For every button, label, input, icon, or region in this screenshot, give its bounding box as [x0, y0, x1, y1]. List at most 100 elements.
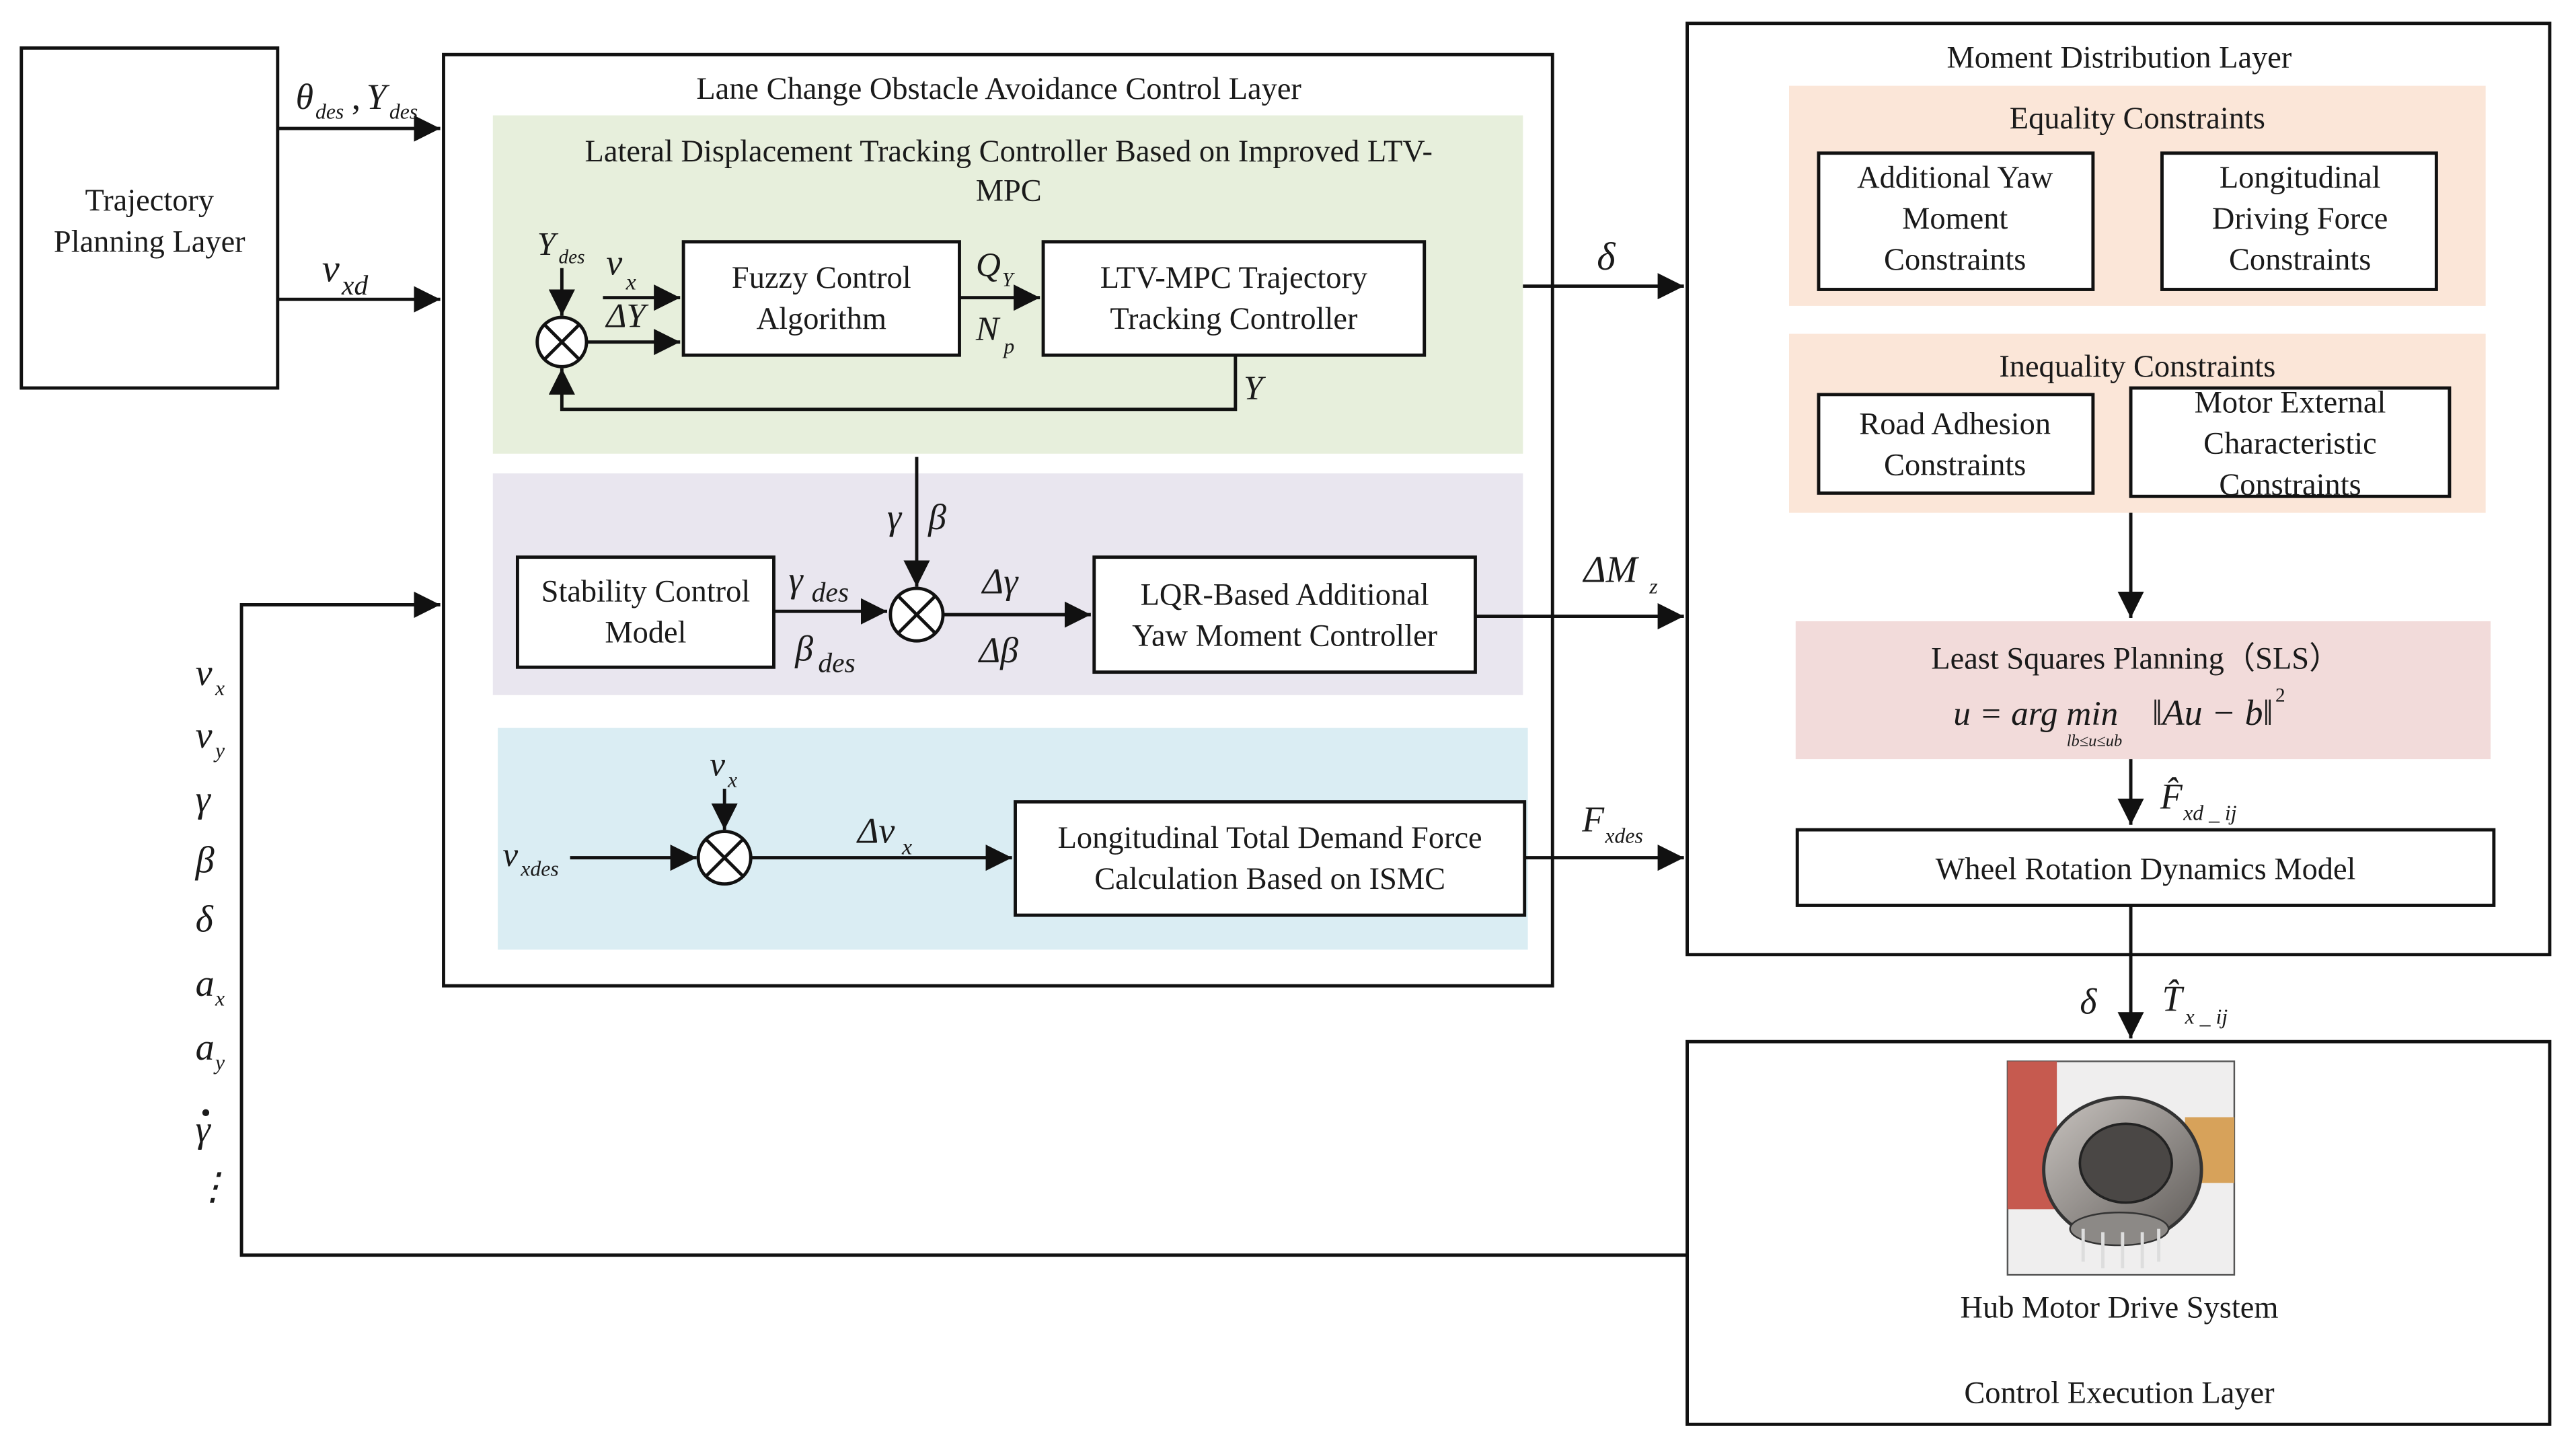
stability-model-line2: Model: [605, 616, 686, 650]
vx-label-sub: x: [626, 270, 636, 295]
y-feedback-label: Y: [1244, 369, 1266, 407]
moment-layer-title: Moment Distribution Layer: [1947, 41, 2292, 75]
delta-output-label: δ: [1597, 235, 1616, 278]
beta-des-sub: des: [818, 648, 855, 678]
state-var-3: β: [195, 840, 215, 881]
lateral-title-line2: MPC: [976, 174, 1042, 208]
lateral-title-line1: Lateral Displacement Tracking Controller…: [585, 134, 1433, 169]
y-des-symbol: Y: [367, 77, 390, 117]
trajectory-planning-layer: Trajectory Planning Layer: [20, 46, 280, 390]
exec-delta-label: δ: [2080, 982, 2097, 1022]
moment-distribution-layer: Moment Distribution Layer Equality Const…: [1685, 22, 2552, 957]
state-var-2: γ: [196, 779, 212, 820]
np-label: N: [975, 310, 1001, 348]
beta-des-label: β: [794, 629, 813, 669]
vxdes-label: v: [502, 836, 518, 874]
lateral-tracking-panel: Lateral Displacement Tracking Controller…: [492, 115, 1523, 454]
vx-label: v: [606, 243, 622, 283]
qy-label: Q: [976, 246, 1001, 284]
qy-label-sub: Y: [1002, 270, 1015, 291]
ls-formula-sub: lb≤u≤ub: [2067, 732, 2122, 750]
vxdes-sub: xdes: [520, 857, 558, 880]
eq1-line3: Constraints: [1884, 243, 2026, 277]
eq1-line1: Additional Yaw: [1857, 161, 2053, 195]
ls-title: Least Squares Planning（SLS）: [1931, 642, 2340, 676]
fuzzy-line1: Fuzzy Control: [732, 261, 911, 295]
state-var-sub-0: x: [215, 676, 225, 700]
lqr-line1: LQR-Based Additional: [1141, 578, 1429, 612]
vxd-sub: xd: [341, 270, 368, 301]
state-var-sub-5: x: [215, 986, 225, 1010]
lateral-feedback-loop: [548, 355, 1238, 411]
ismc-box: [1014, 800, 1527, 917]
comma-sep: ,: [352, 77, 361, 117]
state-feedback-line: [239, 591, 1688, 1257]
dmz-label: ΔM: [1583, 549, 1640, 590]
delta-y-label: ΔY: [605, 297, 649, 336]
additional-yaw-box: [1817, 151, 2095, 291]
trajectory-label-line1: Trajectory: [85, 184, 215, 218]
hub-motor-image: [2006, 1060, 2236, 1276]
fxdes-sub: xdes: [1604, 824, 1642, 848]
dvx-label: Δv: [856, 811, 895, 851]
ismc-line2: Calculation Based on ISMC: [1094, 862, 1445, 896]
road-adhesion-box: [1817, 393, 2095, 495]
fxd-ij-sub: xd _ ij: [2183, 801, 2237, 824]
ltv-line1: LTV-MPC Trajectory: [1100, 261, 1368, 295]
state-var-sub-6: y: [213, 1051, 225, 1074]
beta-label: β: [927, 497, 946, 537]
state-var-7: γ: [196, 1109, 212, 1150]
eq2-line2: Driving Force: [2212, 202, 2388, 236]
ls-formula-lhs: u = arg min: [1953, 695, 2118, 733]
eq2-line3: Constraints: [2229, 243, 2371, 277]
ineq2-line1: Motor External: [2195, 386, 2386, 420]
equality-title: Equality Constraints: [2010, 102, 2265, 136]
ls-formula-rhs: ‖Au − b‖: [2152, 693, 2273, 733]
layer-outputs: δ ΔM z F xdes: [1475, 235, 1684, 871]
gamma-des-label: γ: [788, 559, 804, 600]
stability-panel: γ β Stability Control Model γ des β des …: [492, 457, 1523, 695]
lqr-controller-box: [1092, 555, 1477, 674]
np-label-sub: p: [1002, 335, 1014, 358]
ltv-line2: Tracking Controller: [1110, 302, 1358, 336]
gamma-des-sub: des: [812, 577, 849, 608]
dmz-sub: z: [1649, 574, 1657, 598]
ineq2-line2: Characteristic: [2203, 427, 2377, 461]
tx-ij-label: T̂: [2162, 978, 2185, 1019]
ltv-mpc-box: [1041, 240, 1427, 357]
eq1-line2: Moment: [1902, 202, 2008, 236]
state-var-dot-7: .: [200, 1077, 211, 1125]
eq2-line1: Longitudinal: [2220, 161, 2381, 195]
execution-layer-title: Control Execution Layer: [1964, 1376, 2275, 1411]
state-var-5: a: [196, 963, 215, 1005]
lane-layer-title: Lane Change Obstacle Avoidance Control L…: [696, 72, 1301, 106]
ineq2-line3: Constraints: [2219, 468, 2361, 502]
motor-external-box: [2129, 386, 2452, 498]
wheel-model-label: Wheel Rotation Dynamics Model: [1936, 852, 2356, 886]
lqr-line2: Yaw Moment Controller: [1132, 619, 1438, 654]
state-var-4: δ: [196, 899, 214, 941]
trajectory-label-line2: Planning Layer: [54, 225, 245, 259]
vxd-symbol: v: [322, 246, 340, 290]
gamma-label: γ: [887, 497, 903, 537]
inequality-title: Inequality Constraints: [1999, 350, 2275, 384]
longitudinal-driving-box: [2160, 151, 2438, 291]
ineq1-line1: Road Adhesion: [1859, 407, 2051, 441]
theta-des-symbol: θ: [296, 77, 313, 117]
vx-top-label: v: [710, 745, 725, 783]
tx-ij-sub: x _ ij: [2185, 1005, 2228, 1028]
state-var-6: a: [196, 1027, 215, 1068]
state-var-sub-1: y: [213, 739, 225, 762]
state-var-1: v: [196, 715, 213, 756]
longitudinal-panel: v x v xdes Δv x Longitudinal Total Deman…: [498, 728, 1528, 950]
y-des-label: Y: [537, 225, 559, 262]
theta-des-sub: des: [315, 100, 344, 123]
dvx-sub: x: [901, 835, 912, 860]
least-squares-panel: [1795, 621, 2491, 760]
d-gamma-label: Δγ: [981, 561, 1020, 601]
stability-model-line1: Stability Control: [541, 575, 751, 609]
d-beta-label: Δβ: [978, 630, 1019, 670]
hub-motor-label: Hub Motor Drive System: [1961, 1291, 2279, 1325]
